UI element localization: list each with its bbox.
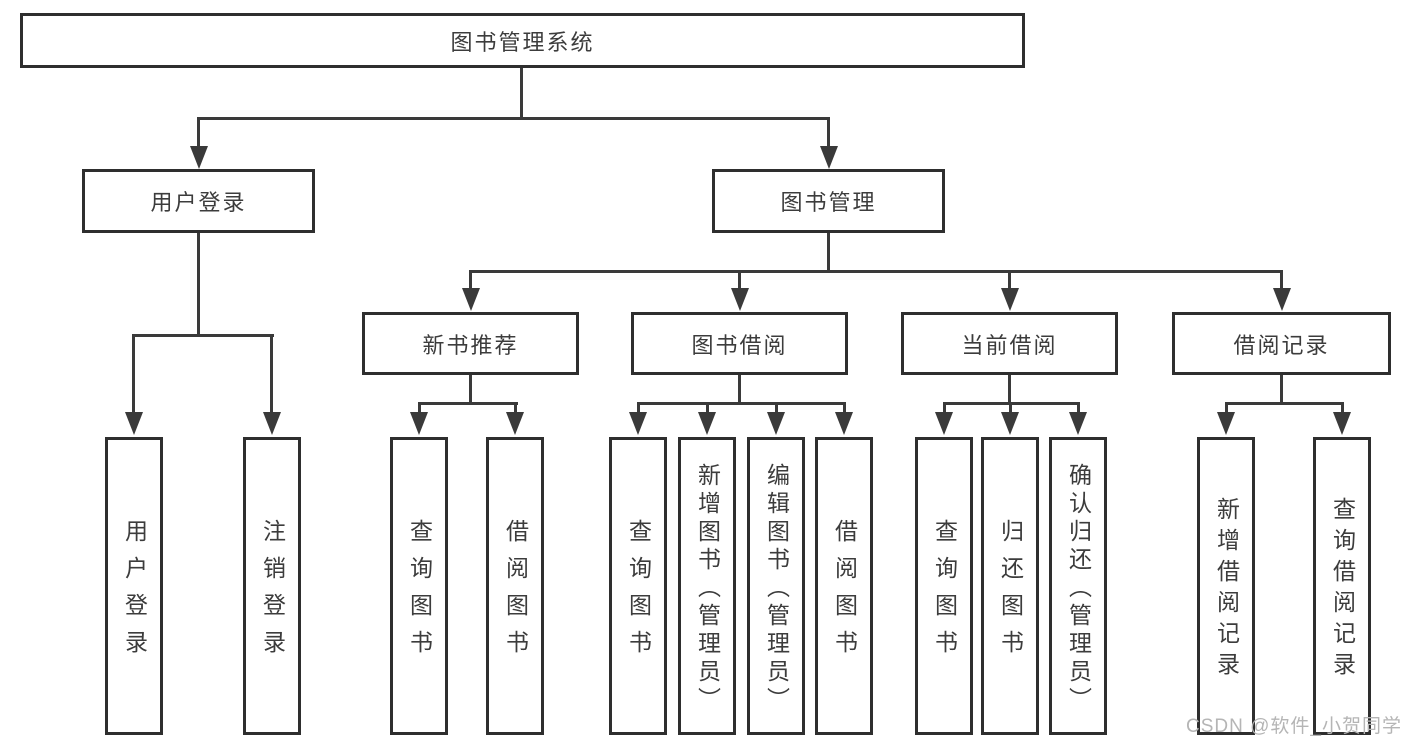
node-user-login-label: 用户登录 bbox=[150, 190, 247, 215]
node-leaf-br-query: 查询借阅记录 bbox=[1313, 437, 1371, 735]
arrow-to-rec-borrow bbox=[506, 412, 524, 435]
connector-user-login-drop bbox=[197, 117, 200, 147]
node-leaf-bb-edit: 编辑图书（管理员） bbox=[747, 437, 805, 735]
connector-user-login-stem bbox=[197, 233, 200, 335]
connector-book-mgmt-crossbar bbox=[469, 270, 1283, 273]
node-leaf-br-add-label: 新增借阅记录 bbox=[1213, 497, 1240, 683]
node-current-borrow: 当前借阅 bbox=[901, 312, 1118, 375]
node-leaf-logout-label: 注销登录 bbox=[259, 519, 286, 667]
node-book-borrow: 图书借阅 bbox=[631, 312, 848, 375]
node-book-borrow-label: 图书借阅 bbox=[691, 332, 788, 358]
connector-bb-add-drop bbox=[706, 402, 709, 414]
arrow-to-book-borrow bbox=[731, 288, 749, 311]
arrow-to-leaf-login bbox=[125, 412, 143, 435]
node-leaf-bb-query: 查询图书 bbox=[609, 437, 667, 735]
connector-bb-stem bbox=[738, 375, 741, 404]
node-leaf-user-login-label: 用户登录 bbox=[121, 519, 148, 667]
connector-bb-query-drop bbox=[637, 402, 640, 414]
node-leaf-br-add: 新增借阅记录 bbox=[1197, 437, 1255, 735]
connector-cb-query-drop bbox=[943, 402, 946, 414]
arrow-to-user-login bbox=[190, 146, 208, 169]
connector-leaf-logout-drop bbox=[270, 334, 273, 412]
connector-cb-return-drop bbox=[1009, 402, 1012, 414]
node-leaf-bb-add-label: 新增图书（管理员） bbox=[694, 462, 721, 715]
node-borrow-record-label: 借阅记录 bbox=[1233, 332, 1330, 358]
arrow-to-leaf-logout bbox=[263, 412, 281, 435]
arrow-to-cb-return bbox=[1001, 412, 1019, 435]
node-leaf-cb-query-label: 查询图书 bbox=[931, 519, 958, 667]
connector-cb-stem bbox=[1008, 375, 1011, 404]
node-leaf-rec-borrow-label: 借阅图书 bbox=[502, 519, 529, 667]
connector-bb-borrow-drop bbox=[843, 402, 846, 414]
arrow-to-rec-query bbox=[410, 412, 428, 435]
node-leaf-rec-borrow: 借阅图书 bbox=[486, 437, 544, 735]
node-leaf-bb-edit-label: 编辑图书（管理员） bbox=[763, 462, 790, 715]
connector-root-crossbar bbox=[197, 117, 830, 120]
node-new-book-rec-label: 新书推荐 bbox=[422, 332, 519, 358]
connector-leaf-login-drop bbox=[132, 334, 135, 412]
node-user-login: 用户登录 bbox=[82, 169, 315, 233]
connector-rec-borrow-drop bbox=[514, 402, 517, 414]
node-leaf-bb-query-label: 查询图书 bbox=[625, 519, 652, 667]
arrow-to-cb-query bbox=[935, 412, 953, 435]
node-leaf-user-login: 用户登录 bbox=[105, 437, 163, 735]
connector-root-stem bbox=[520, 68, 523, 118]
connector-new-book-rec-drop bbox=[469, 270, 472, 290]
connector-current-borrow-drop bbox=[1008, 270, 1011, 290]
node-leaf-cb-confirm: 确认归还（管理员） bbox=[1049, 437, 1107, 735]
connector-br-stem bbox=[1280, 375, 1283, 404]
connector-borrow-record-drop bbox=[1280, 270, 1283, 290]
arrow-to-br-add bbox=[1217, 412, 1235, 435]
arrow-to-current-borrow bbox=[1001, 288, 1019, 311]
connector-br-query-drop bbox=[1341, 402, 1344, 414]
node-book-mgmt: 图书管理 bbox=[712, 169, 945, 233]
connector-cb-confirm-drop bbox=[1077, 402, 1080, 414]
arrow-to-new-book-rec bbox=[462, 288, 480, 311]
connector-rec-stem bbox=[469, 375, 472, 404]
node-leaf-cb-return: 归还图书 bbox=[981, 437, 1039, 735]
node-leaf-br-query-label: 查询借阅记录 bbox=[1329, 497, 1356, 683]
connector-book-borrow-drop bbox=[738, 270, 741, 290]
arrow-to-book-mgmt bbox=[820, 146, 838, 169]
connector-user-login-crossbar bbox=[132, 334, 274, 337]
connector-br-add-drop bbox=[1225, 402, 1228, 414]
connector-bb-edit-drop bbox=[775, 402, 778, 414]
node-leaf-bb-borrow: 借阅图书 bbox=[815, 437, 873, 735]
connector-book-mgmt-drop bbox=[827, 117, 830, 147]
node-leaf-bb-borrow-label: 借阅图书 bbox=[831, 519, 858, 667]
node-new-book-rec: 新书推荐 bbox=[362, 312, 579, 375]
node-leaf-rec-query-label: 查询图书 bbox=[406, 519, 433, 667]
watermark: CSDN @软件_小贺同学 bbox=[1186, 716, 1402, 737]
arrow-to-bb-add bbox=[698, 412, 716, 435]
node-leaf-cb-confirm-label: 确认归还（管理员） bbox=[1065, 462, 1092, 715]
arrow-to-bb-edit bbox=[767, 412, 785, 435]
node-leaf-logout: 注销登录 bbox=[243, 437, 301, 735]
connector-bb-crossbar bbox=[637, 402, 846, 405]
arrow-to-br-query bbox=[1333, 412, 1351, 435]
node-borrow-record: 借阅记录 bbox=[1172, 312, 1391, 375]
arrow-to-cb-confirm bbox=[1069, 412, 1087, 435]
node-leaf-cb-return-label: 归还图书 bbox=[997, 519, 1024, 667]
node-leaf-rec-query: 查询图书 bbox=[390, 437, 448, 735]
arrow-to-bb-borrow bbox=[835, 412, 853, 435]
node-leaf-bb-add: 新增图书（管理员） bbox=[678, 437, 736, 735]
node-root: 图书管理系统 bbox=[20, 13, 1025, 68]
connector-book-mgmt-stem bbox=[827, 233, 830, 271]
connector-rec-query-drop bbox=[418, 402, 421, 414]
node-root-label: 图书管理系统 bbox=[450, 29, 595, 55]
node-leaf-cb-query: 查询图书 bbox=[915, 437, 973, 735]
arrow-to-borrow-record bbox=[1273, 288, 1291, 311]
node-current-borrow-label: 当前借阅 bbox=[961, 332, 1058, 358]
connector-br-crossbar bbox=[1225, 402, 1344, 405]
connector-rec-crossbar bbox=[418, 402, 518, 405]
node-book-mgmt-label: 图书管理 bbox=[780, 190, 877, 215]
arrow-to-bb-query bbox=[629, 412, 647, 435]
